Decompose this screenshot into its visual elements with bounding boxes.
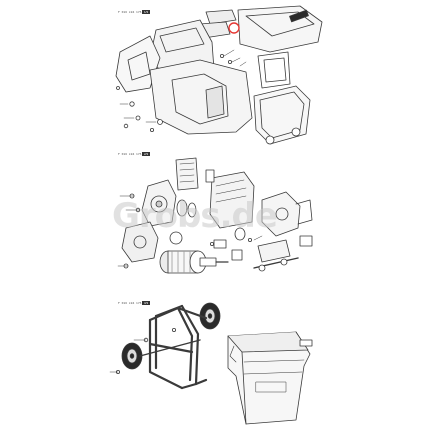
sheet-3-code: F 016 L94 175 xyxy=(118,301,142,305)
sheet-2-motor-drawing xyxy=(117,157,313,274)
sheet-1-page-tag: 1/3 xyxy=(142,10,151,14)
sheet-3-frame-drawing xyxy=(109,302,313,425)
sheet-3-page-tag: 3/3 xyxy=(142,301,151,305)
sheet-1-housing-drawing xyxy=(115,5,323,145)
handle-grip xyxy=(289,9,309,23)
sheet-1-code: F 016 L94 175 xyxy=(118,10,142,14)
sheet-2-code: F 016 L94 175 xyxy=(118,152,142,156)
highlight-circle xyxy=(228,22,240,34)
sheet-2-page-tag: 2/3 xyxy=(142,152,151,156)
